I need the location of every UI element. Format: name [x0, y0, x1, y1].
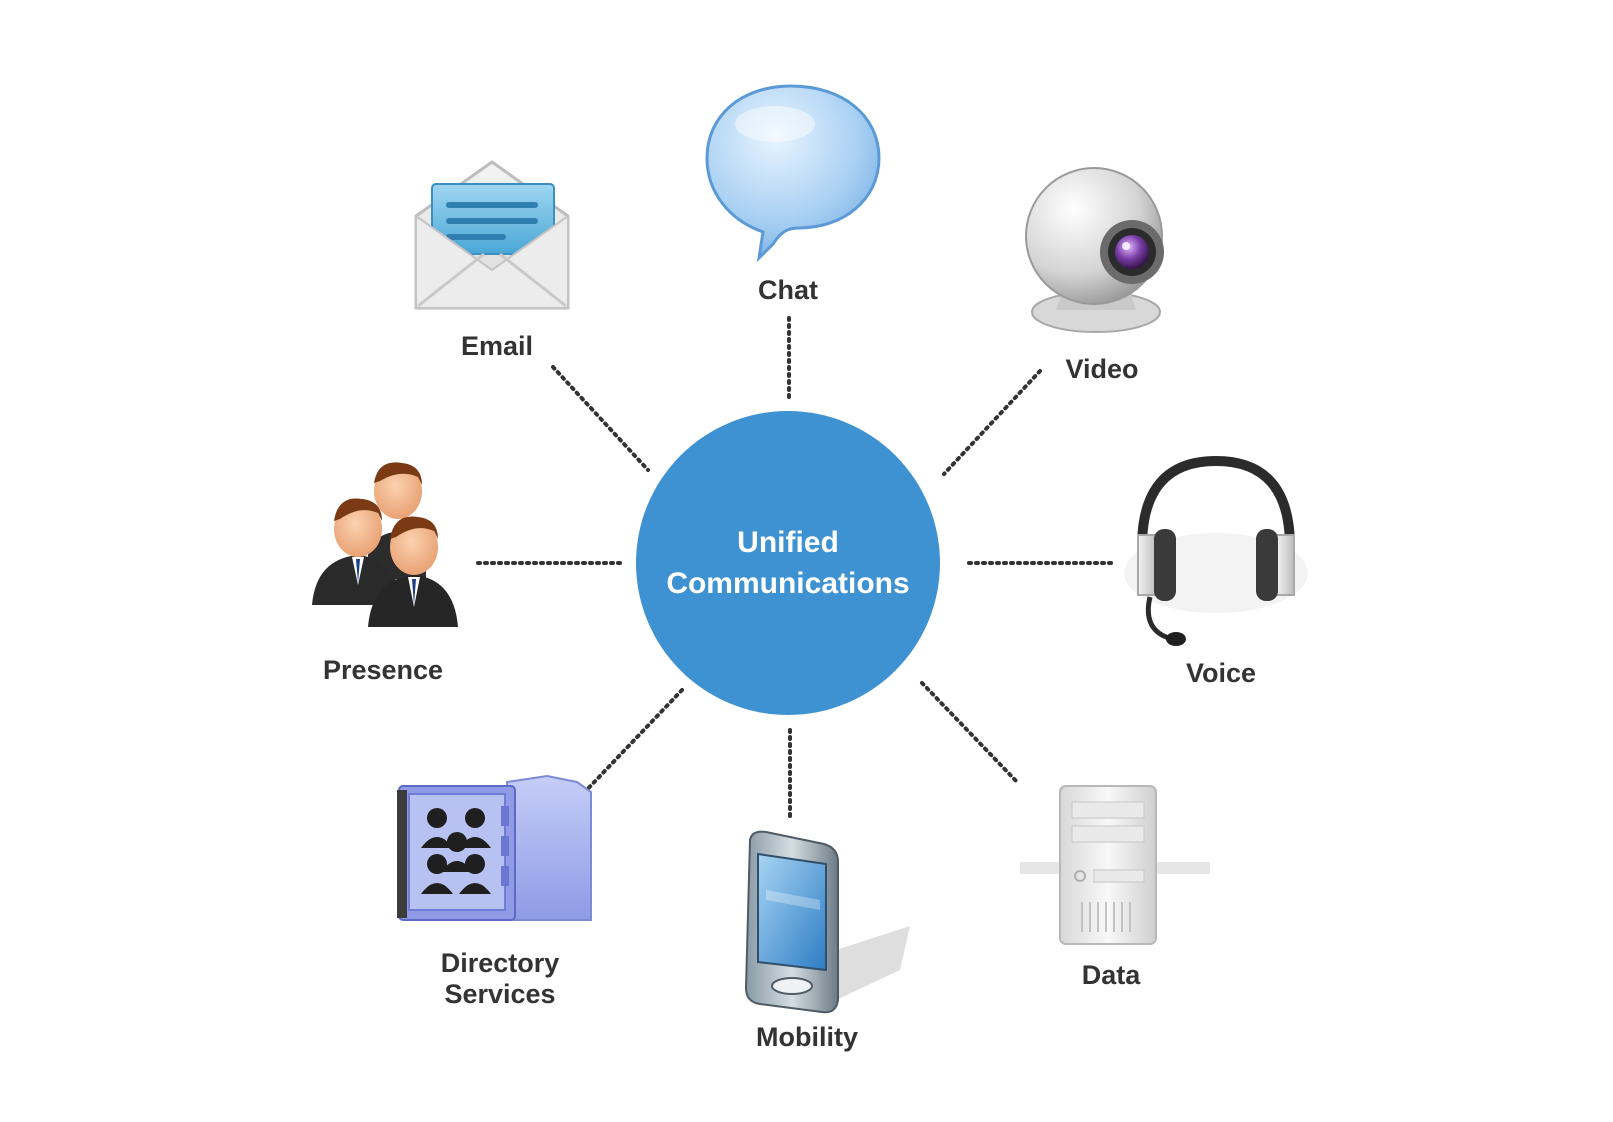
- label-email: Email: [460, 331, 534, 361]
- hub-title: Unified Communications: [666, 526, 910, 600]
- speech-bubble-icon: [703, 82, 883, 263]
- label-presence: Presence: [322, 655, 444, 685]
- label-data: Data: [1081, 960, 1141, 990]
- address-book-folder-icon: [397, 772, 597, 932]
- label-voice: Voice: [1185, 658, 1257, 688]
- connector-directory: [578, 688, 684, 799]
- headset-icon: [1120, 455, 1310, 655]
- label-mobility: Mobility: [756, 1022, 858, 1052]
- label-video: Video: [1065, 354, 1139, 384]
- hub-circle: Unified Communications: [636, 411, 940, 715]
- label-chat: Chat: [758, 275, 818, 305]
- connector-email: [551, 365, 650, 472]
- people-group-icon: [312, 455, 462, 635]
- label-directory-services: Directory Services: [440, 948, 560, 1009]
- server-icon: [1020, 782, 1210, 952]
- webcam-icon: [1024, 160, 1174, 340]
- connector-video: [942, 369, 1042, 476]
- connector-data: [920, 681, 1020, 785]
- envelope-icon: [412, 158, 572, 316]
- mobile-phone-icon: [740, 830, 920, 1020]
